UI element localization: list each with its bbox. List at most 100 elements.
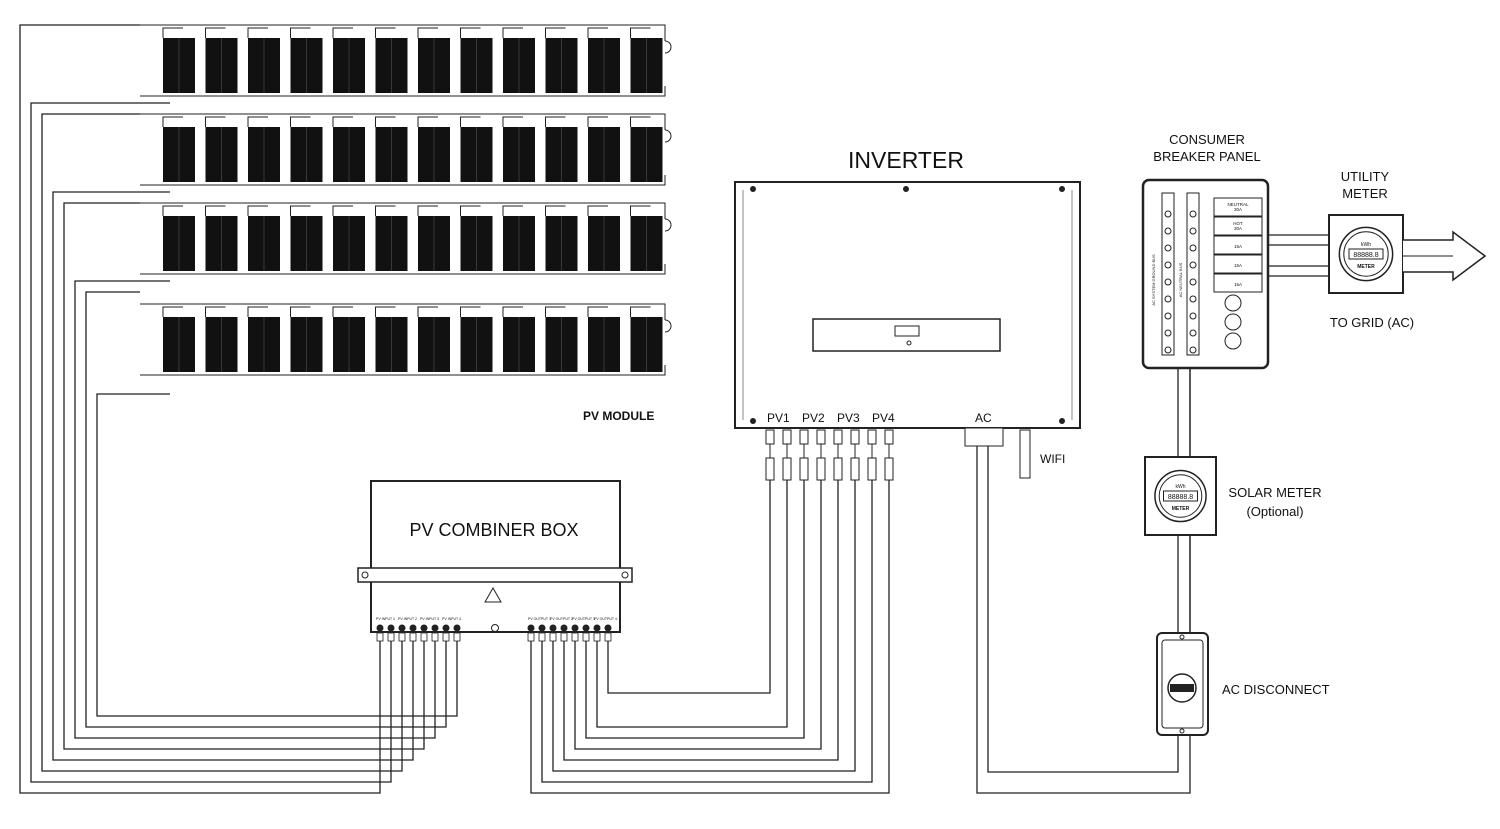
disconnect-handle: [1167, 673, 1197, 703]
mc4-connector: [833, 429, 843, 481]
mc4-connector: [782, 429, 792, 481]
wifi-label: WIFI: [1040, 452, 1065, 466]
meter-label: METER: [1172, 506, 1190, 512]
pv-panel: [205, 116, 238, 182]
mc4-connector: [884, 429, 894, 481]
solar-meter-optional: (Optional): [1246, 504, 1303, 519]
terminal: [582, 624, 590, 632]
pv-panel: [502, 116, 535, 182]
breaker-label: 15A: [1234, 263, 1242, 268]
breaker-label: 15A: [1234, 244, 1242, 249]
meter-display: 88888.8: [1353, 252, 1378, 259]
wifi-antenna: [1019, 429, 1031, 479]
pv-panel: [417, 306, 450, 372]
pv-panel: [332, 27, 365, 93]
mc4-connector: [765, 429, 775, 481]
pv-panel: [205, 27, 238, 93]
terminal: [571, 624, 579, 632]
breaker: 15A: [1213, 254, 1263, 274]
pv-panel: [502, 27, 535, 93]
terminal: [420, 624, 428, 632]
pv-panel: [247, 306, 280, 372]
mc4-connector: [867, 429, 877, 481]
wiring: [19, 24, 1329, 794]
pv-panel: [162, 205, 195, 271]
dc-input-wire: [63, 202, 425, 750]
meter-display: 88888.8: [1168, 494, 1193, 501]
pv-panel: [332, 205, 365, 271]
pv3-label: PV3: [837, 411, 860, 425]
solar-meter-label: SOLAR METER: [1228, 485, 1321, 500]
meter-kwh: kWh: [1176, 484, 1186, 490]
terminal: [409, 624, 417, 632]
pv-panel: [375, 27, 408, 93]
ac-label: AC: [975, 411, 992, 425]
terminal: [604, 624, 612, 632]
breaker-panel-title-1: CONSUMER: [1169, 132, 1245, 147]
meter-kwh: kWh: [1361, 242, 1371, 248]
pv-panel: [290, 205, 323, 271]
ac-wire: [1268, 234, 1329, 277]
pv-panel: [630, 205, 663, 271]
empty-breaker-slot: [1224, 294, 1242, 312]
pv1-label: PV1: [767, 411, 790, 425]
pv-module-label: PV MODULE: [583, 409, 654, 423]
pv-panel: [630, 306, 663, 372]
terminal: [387, 624, 395, 632]
pv-panel: [587, 205, 620, 271]
terminal: [560, 624, 568, 632]
dc-output-wire: [596, 480, 788, 728]
dc-input-wire: [74, 280, 436, 739]
consumer-breaker-panel: CONSUMER BREAKER PANEL AC SYSTEM GROUND …: [1141, 132, 1270, 370]
dc-input-wire: [96, 393, 458, 717]
utility-meter-title-1: UTILITY: [1341, 169, 1390, 184]
empty-breaker-slot: [1224, 332, 1242, 350]
ac-disconnect-label: AC DISCONNECT: [1222, 682, 1330, 697]
ac-wire: [1177, 368, 1191, 633]
inverter-title: INVERTER: [848, 147, 964, 173]
pv-panel: [545, 116, 578, 182]
dc-output-wire: [541, 480, 873, 783]
pv-panel: [375, 205, 408, 271]
pv-panel: [460, 27, 493, 93]
combiner-output-label: PV OUTPUT 3: [572, 617, 595, 621]
inverter: INVERTER PV1 PV2 PV3 PV4 AC WIFI: [734, 147, 1081, 481]
pv-panel: [162, 116, 195, 182]
pv-module-array: [140, 24, 672, 376]
pv-panel: [587, 306, 620, 372]
pv-panel: [417, 205, 450, 271]
pv-panel: [417, 116, 450, 182]
terminal: [453, 624, 461, 632]
ground-bus-label: AC SYSTEM GROUND BUS: [1151, 254, 1156, 306]
pv-panel: [587, 27, 620, 93]
empty-breaker-slot: [1224, 313, 1242, 331]
pv-panel: [247, 116, 280, 182]
pv-panel: [162, 306, 195, 372]
pv-panel: [375, 306, 408, 372]
pv-panel: [460, 205, 493, 271]
breaker: 15A: [1213, 273, 1263, 293]
pv-panel: [630, 116, 663, 182]
combiner-output-label: PV OUTPUT 1: [528, 617, 551, 621]
ac-disconnect: AC DISCONNECT: [1156, 632, 1330, 736]
dc-output-wire: [585, 480, 805, 739]
terminal: [549, 624, 557, 632]
pv-panel: [375, 116, 408, 182]
meter-label: METER: [1357, 264, 1375, 270]
pv-panel: [205, 205, 238, 271]
combiner-output-label: PV OUTPUT 2: [550, 617, 573, 621]
dc-input-wire: [19, 24, 381, 794]
mc4-connector: [850, 429, 860, 481]
pv-panel: [247, 205, 280, 271]
dc-input-wire: [52, 191, 414, 761]
combiner-output-label: PV OUTPUT 4: [594, 617, 617, 621]
breaker-label: NEUTRAL: [1227, 202, 1249, 207]
dc-input-wire: [85, 291, 447, 728]
dc-output-wire: [552, 480, 856, 772]
pv-panel: [460, 306, 493, 372]
to-grid-label: TO GRID (AC): [1330, 315, 1414, 330]
